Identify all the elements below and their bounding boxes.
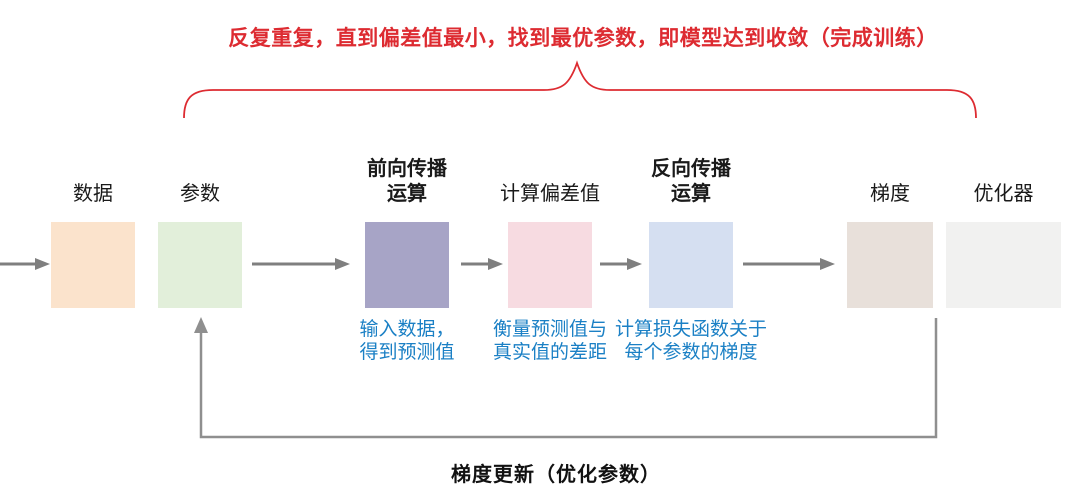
- optimizer-box: [946, 222, 1061, 308]
- parameters-box: [158, 222, 242, 308]
- node-optimizer: 优化器: [946, 150, 1061, 308]
- node-label: 数据: [73, 183, 113, 205]
- node-gradient: 梯度: [847, 150, 933, 308]
- gradient-box: [847, 222, 933, 308]
- data-box: [51, 222, 135, 308]
- node-label: 前向传播 运算: [367, 158, 447, 205]
- loss-box: [508, 222, 592, 308]
- node-forward-pass: 前向传播 运算 输入数据， 得到预测值: [360, 150, 455, 364]
- loss-note: 衡量预测值与 真实值的差距: [493, 319, 608, 363]
- forward-pass-box: [365, 222, 449, 308]
- node-label: 反向传播 运算: [651, 158, 731, 205]
- node-data: 数据: [51, 150, 135, 308]
- node-label: 计算偏差值: [500, 183, 600, 205]
- gradient-update-label: 梯度更新（优化参数）: [451, 464, 661, 486]
- node-label: 梯度: [870, 183, 910, 205]
- backward-pass-note: 计算损失函数关于 每个参数的梯度: [615, 319, 768, 363]
- repeat-brace-shape: [183, 60, 977, 119]
- repeat-caption: 反复重复，直到偏差值最小，找到最优参数，即模型达到收敛（完成训练）: [228, 27, 938, 50]
- backward-pass-box: [649, 222, 733, 308]
- flow-arrow-loss-to-backward: [600, 258, 642, 270]
- node-loss: 计算偏差值 衡量预测值与 真实值的差距: [493, 150, 607, 364]
- node-label: 优化器: [973, 183, 1034, 205]
- node-parameters: 参数: [158, 150, 242, 308]
- forward-pass-note: 输入数据， 得到预测值: [359, 319, 455, 363]
- flow-arrow-into-data: [0, 258, 50, 270]
- flow-arrow-forward-to-loss: [461, 258, 503, 270]
- flow-arrow-backward-to-gradient: [743, 258, 835, 270]
- node-label: 参数: [180, 183, 220, 205]
- flow-arrow-params-to-forward: [252, 258, 350, 270]
- node-backward-pass: 反向传播 运算 计算损失函数关于 每个参数的梯度: [615, 150, 767, 364]
